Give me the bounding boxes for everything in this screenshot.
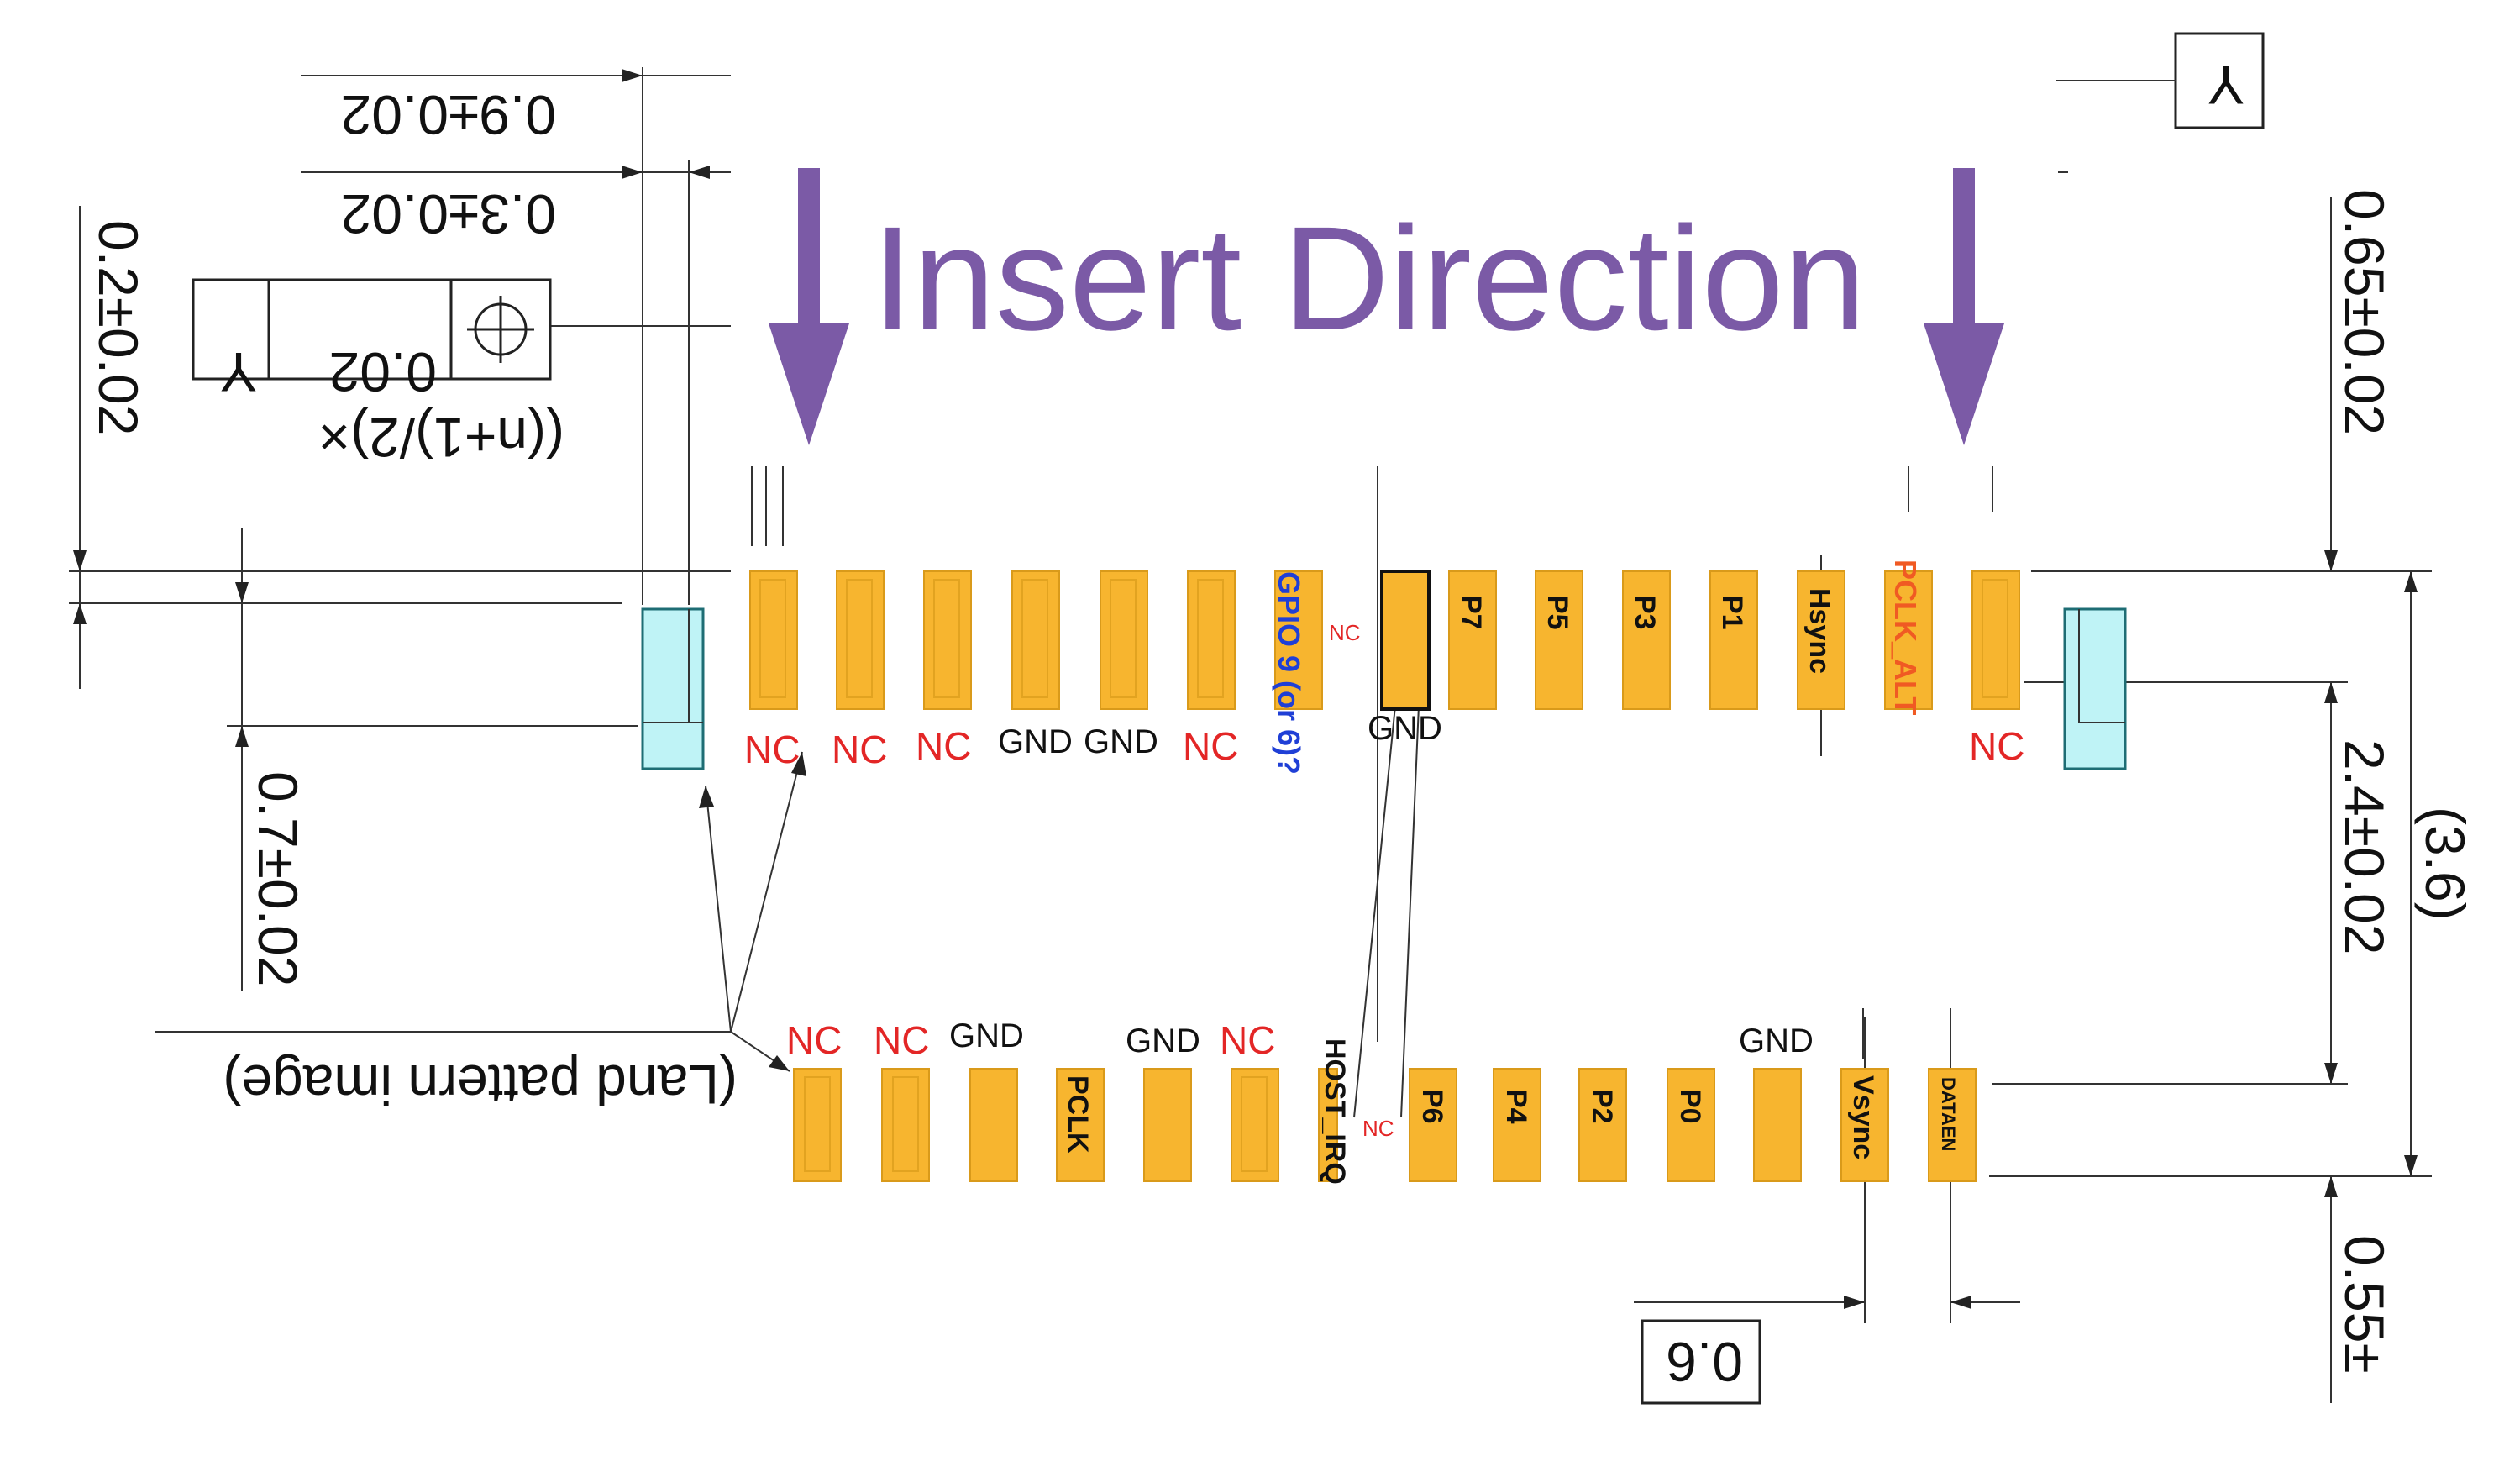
bottom-label-p2: P2 xyxy=(1586,1089,1618,1124)
bottom-label-p6: P6 xyxy=(1416,1089,1448,1124)
pad-t8 xyxy=(1380,570,1431,711)
dim-0-65: 0.65±0.02 xyxy=(2334,189,2396,435)
bottom-row-pads xyxy=(793,1068,1977,1182)
pad-b3 xyxy=(969,1068,1018,1182)
top-label-p5: P5 xyxy=(1541,595,1573,630)
bottom-label-gnd-1: GND xyxy=(949,1017,1024,1054)
pad-b13 xyxy=(1840,1068,1889,1182)
tolerance-value: 0.02 xyxy=(329,341,437,403)
pad-b14 xyxy=(1928,1068,1977,1182)
datum-y-box xyxy=(2056,32,2265,173)
bottom-label-nc-small: NC xyxy=(1362,1116,1394,1141)
dim-2-4: 2.4±0.02 xyxy=(2334,739,2396,954)
left-upper-dimension-lines xyxy=(301,67,731,605)
top-label-gnd-1: GND xyxy=(998,723,1073,760)
dim-0-6: 0.6 xyxy=(1666,1331,1743,1393)
top-label-nc-3: NC xyxy=(916,724,971,768)
pad-b6 xyxy=(1231,1068,1279,1182)
pad-b2 xyxy=(881,1068,930,1182)
position-tolerance-frame: 0.02 Y xyxy=(192,278,552,403)
right-dimension-lines xyxy=(1989,197,2432,1403)
top-label-p3: P3 xyxy=(1629,595,1661,630)
top-label-nc-last: NC xyxy=(1969,724,2024,768)
pad-t1 xyxy=(749,570,798,710)
center-lines xyxy=(751,466,1993,1118)
top-row-pads xyxy=(749,570,2020,711)
dim-0-9: 0.9±0.02 xyxy=(341,84,556,146)
insert-arrow-left xyxy=(769,168,849,445)
diagram-title: Insert Direction xyxy=(872,197,1866,361)
dim-0-7: 0.7±0.02 xyxy=(247,771,309,986)
top-label-gnd-2: GND xyxy=(1084,723,1158,760)
left-0-7-dimension-lines xyxy=(227,528,638,991)
pad-t2 xyxy=(836,570,885,710)
left-0-2-dimension-lines xyxy=(69,206,731,689)
position-icon xyxy=(467,296,534,363)
insert-arrow-right xyxy=(1924,168,2004,445)
pad-b5 xyxy=(1143,1068,1192,1182)
pad-b9 xyxy=(1493,1068,1541,1182)
top-label-nc-4: NC xyxy=(1183,724,1238,768)
pad-b4 xyxy=(1056,1068,1105,1182)
pad-b8 xyxy=(1409,1068,1457,1182)
bottom-label-host-irq: HOST_IRQ xyxy=(1319,1038,1351,1185)
pad-b12 xyxy=(1753,1068,1802,1182)
bottom-label-nc-2: NC xyxy=(874,1018,929,1062)
land-pad-left xyxy=(641,607,705,770)
pad-b11 xyxy=(1667,1068,1715,1182)
pad-t4 xyxy=(1011,570,1060,710)
pad-t15 xyxy=(1971,570,2020,710)
pad-t3 xyxy=(923,570,972,710)
bottom-label-dataen: DATAEN xyxy=(1938,1077,1959,1151)
dim-0-2: 0.2±0.02 xyxy=(87,220,150,435)
tolerance-datum: Y xyxy=(220,341,257,403)
pad-t12 xyxy=(1709,570,1758,710)
count-formula: ((n+1)/2)× xyxy=(318,407,564,469)
land-pattern-leader xyxy=(155,751,806,1072)
dim-0-3: 0.3±0.02 xyxy=(341,183,556,245)
top-label-nc-small: NC xyxy=(1329,620,1361,645)
pad-t14 xyxy=(1884,570,1933,710)
top-label-hsync: Hsync xyxy=(1803,588,1835,674)
pad-b7 xyxy=(1318,1068,1338,1182)
land-pattern-label: (Land pattern image) xyxy=(223,1054,738,1116)
bottom-label-p4: P4 xyxy=(1500,1089,1532,1124)
dim-0-55: 0.55± xyxy=(2334,1235,2396,1374)
top-label-nc-1: NC xyxy=(744,728,800,771)
pad-t5 xyxy=(1100,570,1148,710)
bottom-label-nc-1: NC xyxy=(786,1018,842,1062)
bottom-label-vsync: Vsync xyxy=(1847,1075,1879,1159)
bottom-0-6-dimension-lines xyxy=(1634,1017,2020,1405)
top-label-p1: P1 xyxy=(1716,595,1748,630)
pad-t7 xyxy=(1274,570,1323,710)
bottom-label-pclk: PCLK xyxy=(1062,1075,1094,1154)
bottom-label-gnd-2: GND xyxy=(1126,1022,1200,1059)
top-label-nc-2: NC xyxy=(832,728,887,771)
pad-t9 xyxy=(1448,570,1497,710)
bottom-label-nc-3: NC xyxy=(1220,1018,1275,1062)
bottom-label-p0: P0 xyxy=(1674,1089,1706,1124)
top-label-p7: P7 xyxy=(1455,595,1487,630)
bottom-label-gnd-3: GND xyxy=(1739,1022,1814,1059)
dim-3-6: (3.6) xyxy=(2414,807,2476,921)
pad-b1 xyxy=(793,1068,842,1182)
pad-b10 xyxy=(1578,1068,1627,1182)
pad-t10 xyxy=(1535,570,1583,710)
pad-t11 xyxy=(1622,570,1671,710)
top-label-gpio: GPIO 9 (or 6)? xyxy=(1272,571,1306,775)
top-label-pclk-alt: PCLK_ALT xyxy=(1888,560,1923,715)
datum-y: Y xyxy=(2208,54,2244,116)
pad-t13 xyxy=(1797,570,1845,710)
top-label-gnd-center: GND xyxy=(1368,710,1442,747)
pad-t6 xyxy=(1187,570,1236,710)
land-pad-right xyxy=(2063,607,2127,770)
